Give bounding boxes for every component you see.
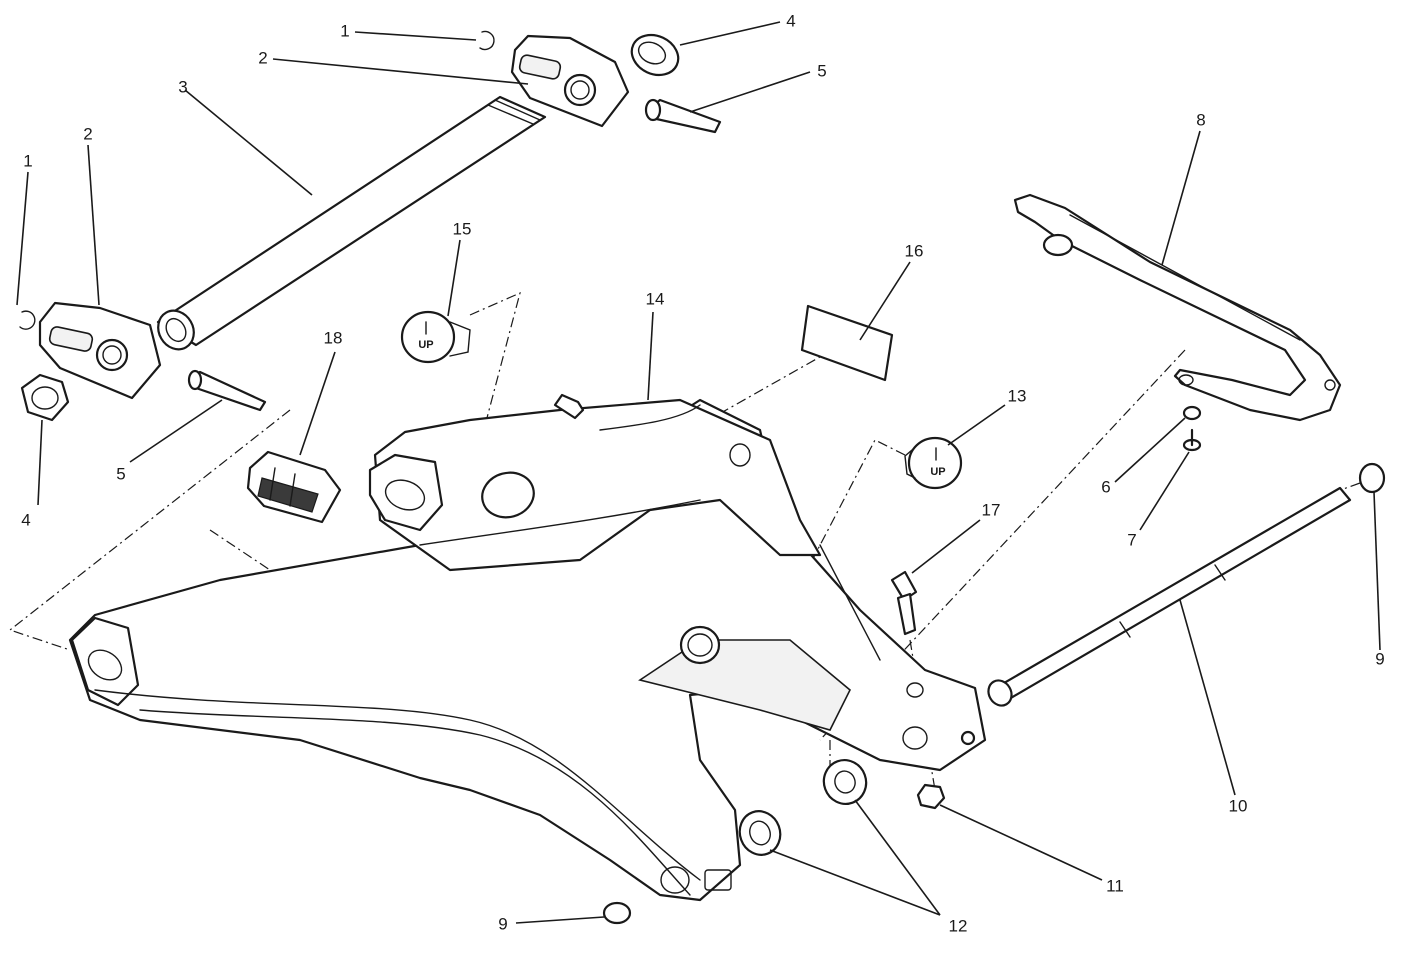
- cap-center-right: UP: [904, 436, 963, 490]
- pivot-tube: [156, 95, 547, 351]
- callout-1: 1: [340, 21, 349, 40]
- spacer-bottom-left: [738, 810, 782, 856]
- circlip-right: [479, 30, 495, 51]
- cap-up-label: UP: [418, 339, 433, 351]
- axle-nut: [916, 783, 946, 810]
- callout-8: 8: [1196, 110, 1205, 129]
- callout-5: 5: [817, 61, 826, 80]
- callout-9: 9: [498, 914, 507, 933]
- callout-6: 6: [1101, 477, 1110, 496]
- callout-17: 17: [982, 500, 1001, 519]
- ring-nut-left: [20, 373, 70, 422]
- callout-13: 13: [1008, 386, 1027, 405]
- swingarm: [68, 393, 987, 902]
- callout-18: 18: [324, 328, 343, 347]
- label-plate: [800, 304, 894, 382]
- callout-9: 9: [1375, 649, 1384, 668]
- callout-labels: 1 1 2 2 3 4 4 5 5 6 7 8 9 9 10 11 12 13 …: [21, 11, 1384, 935]
- callout-2: 2: [258, 48, 267, 67]
- callout-3: 3: [178, 77, 187, 96]
- chain-adjuster-plate-right: [510, 34, 630, 128]
- callout-1: 1: [23, 151, 32, 170]
- circlip-left: [19, 310, 36, 330]
- callout-15: 15: [453, 219, 472, 238]
- leader-lines: [16, 21, 1381, 924]
- callout-5: 5: [116, 464, 125, 483]
- adjuster-screw-right: [644, 98, 722, 134]
- spacer-bottom-right: [822, 759, 868, 805]
- chain-adjuster-plate-left: [38, 301, 162, 400]
- circlip-bottom: [602, 901, 632, 925]
- cap-top-left: UP: [400, 310, 471, 364]
- adjuster-screw-left: [187, 369, 267, 412]
- callout-10: 10: [1229, 796, 1248, 815]
- callout-4: 4: [786, 11, 795, 30]
- callout-16: 16: [905, 241, 924, 260]
- rubber-pad: [246, 450, 342, 524]
- cap-up-label: UP: [930, 466, 945, 478]
- callout-12: 12: [949, 916, 968, 935]
- guard-screw: [1182, 428, 1202, 452]
- callout-11: 11: [1106, 876, 1124, 895]
- ring-nut-right: [630, 33, 680, 77]
- guard-washer: [1182, 405, 1202, 421]
- callout-14: 14: [646, 289, 665, 308]
- callout-4: 4: [21, 510, 30, 529]
- pivot-screw: [890, 570, 918, 636]
- callout-2: 2: [83, 124, 92, 143]
- callout-7: 7: [1127, 530, 1136, 549]
- rear-axle: [987, 486, 1352, 707]
- chain-guard: [1013, 193, 1342, 422]
- circlip-axle-right: [1358, 462, 1386, 494]
